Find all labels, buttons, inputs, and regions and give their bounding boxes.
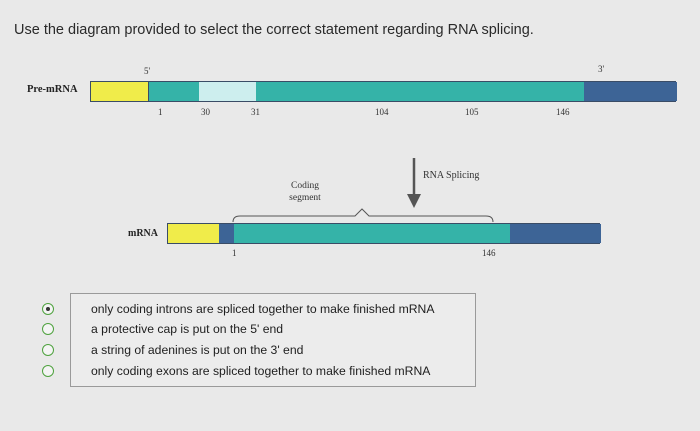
pre-five-prime-label: 5' — [144, 66, 151, 76]
pre-segment-exon1 — [149, 82, 199, 101]
option-1-label[interactable]: only coding introns are spliced together… — [91, 302, 435, 316]
option-radio-2[interactable] — [42, 323, 54, 335]
rna-splicing-label: RNA Splicing — [423, 170, 480, 181]
pre-segment-exon3 — [384, 82, 556, 101]
mrna-tick-146: 146 — [482, 248, 496, 258]
pre-mrna-bar — [90, 81, 677, 102]
mrna-segment-3utr — [510, 224, 601, 243]
option-radio-1[interactable] — [42, 303, 54, 315]
option-2-label[interactable]: a protective cap is put on the 5' end — [91, 322, 284, 336]
pre-segment-exon2 — [256, 82, 384, 101]
pre-segment-5utr — [91, 82, 148, 101]
mrna-segment-cap — [219, 224, 234, 243]
pre-divider — [148, 82, 149, 101]
option-4-label[interactable]: only coding exons are spliced together t… — [91, 364, 431, 378]
pre-tick-31: 31 — [251, 107, 260, 117]
mrna-segment-coding — [234, 224, 510, 243]
question-text: Use the diagram provided to select the c… — [14, 22, 534, 38]
pre-mrna-label: Pre-mRNA — [27, 84, 78, 95]
mrna-tick-1: 1 — [232, 248, 237, 258]
pre-segment-intron — [199, 82, 256, 101]
mrna-bar — [167, 223, 601, 244]
pre-tick-1: 1 — [158, 107, 163, 117]
mrna-segment-5utr — [168, 224, 219, 243]
option-radio-4[interactable] — [42, 365, 54, 377]
pre-tick-30: 30 — [201, 107, 210, 117]
pre-segment-exon4 — [556, 82, 584, 101]
pre-tick-104: 104 — [375, 107, 389, 117]
coding-segment-bracket — [232, 208, 494, 223]
arrow-down-icon — [407, 158, 421, 208]
pre-three-prime-label: 3' — [598, 64, 605, 74]
option-3-label[interactable]: a string of adenines is put on the 3' en… — [91, 343, 304, 357]
pre-segment-3utr — [584, 82, 677, 101]
coding-segment-label: Coding segment — [289, 181, 321, 203]
pre-tick-105: 105 — [465, 107, 479, 117]
mrna-label: mRNA — [128, 228, 158, 239]
answer-options-box: only coding introns are spliced together… — [70, 293, 476, 387]
option-radio-3[interactable] — [42, 344, 54, 356]
pre-tick-146: 146 — [556, 107, 570, 117]
